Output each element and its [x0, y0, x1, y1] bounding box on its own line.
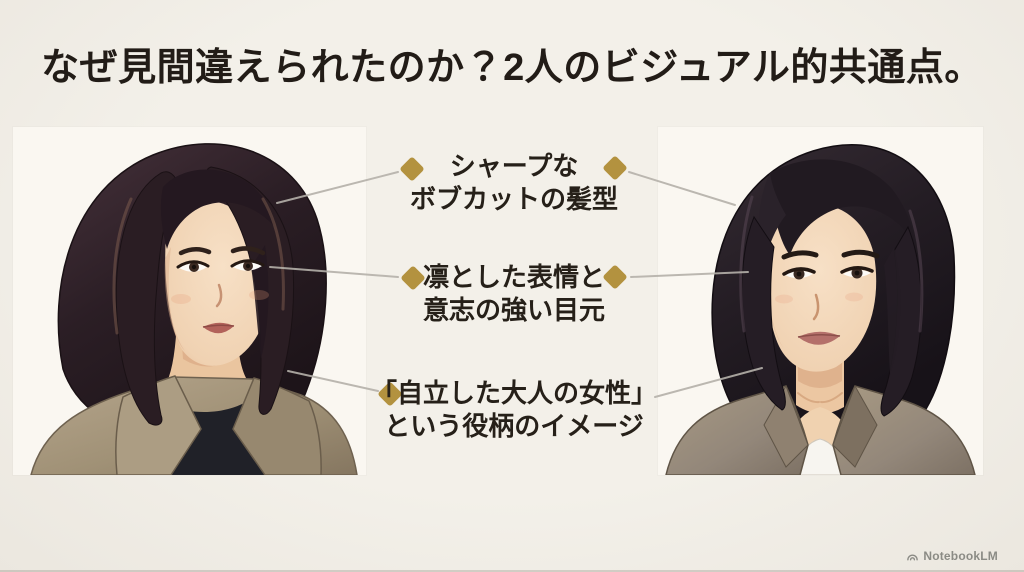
portrait-right-illustration [665, 144, 976, 475]
point-line: 意志の強い目元 [422, 295, 605, 325]
commonality-point-expression: 凛とした表情と 意志の強い目元 [334, 261, 694, 327]
portrait-right-panel [658, 127, 983, 475]
point-line: シャープな [449, 151, 579, 181]
watermark-label: NotebookLM [923, 549, 998, 563]
point-line: 凛とした表情と [422, 262, 605, 292]
commonality-point-hairstyle: シャープな ボブカットの髪型 [334, 150, 694, 216]
point-line: ボブカットの髪型 [409, 184, 618, 214]
page-title: なぜ見間違えられたのか？2人のビジュアル的共通点。 [41, 47, 983, 89]
watermark: NotebookLM [906, 548, 998, 564]
commonality-point-role-image: 「自立した大人の女性」 という役柄のイメージ [334, 377, 694, 443]
portrait-left-illustration [30, 143, 358, 475]
notebooklm-logo-icon [907, 554, 919, 560]
portrait-left-panel [13, 127, 366, 475]
bottom-edge-line [0, 570, 1024, 572]
point-line: 「自立した大人の女性」 [370, 378, 657, 408]
point-line: という役柄のイメージ [384, 411, 644, 441]
